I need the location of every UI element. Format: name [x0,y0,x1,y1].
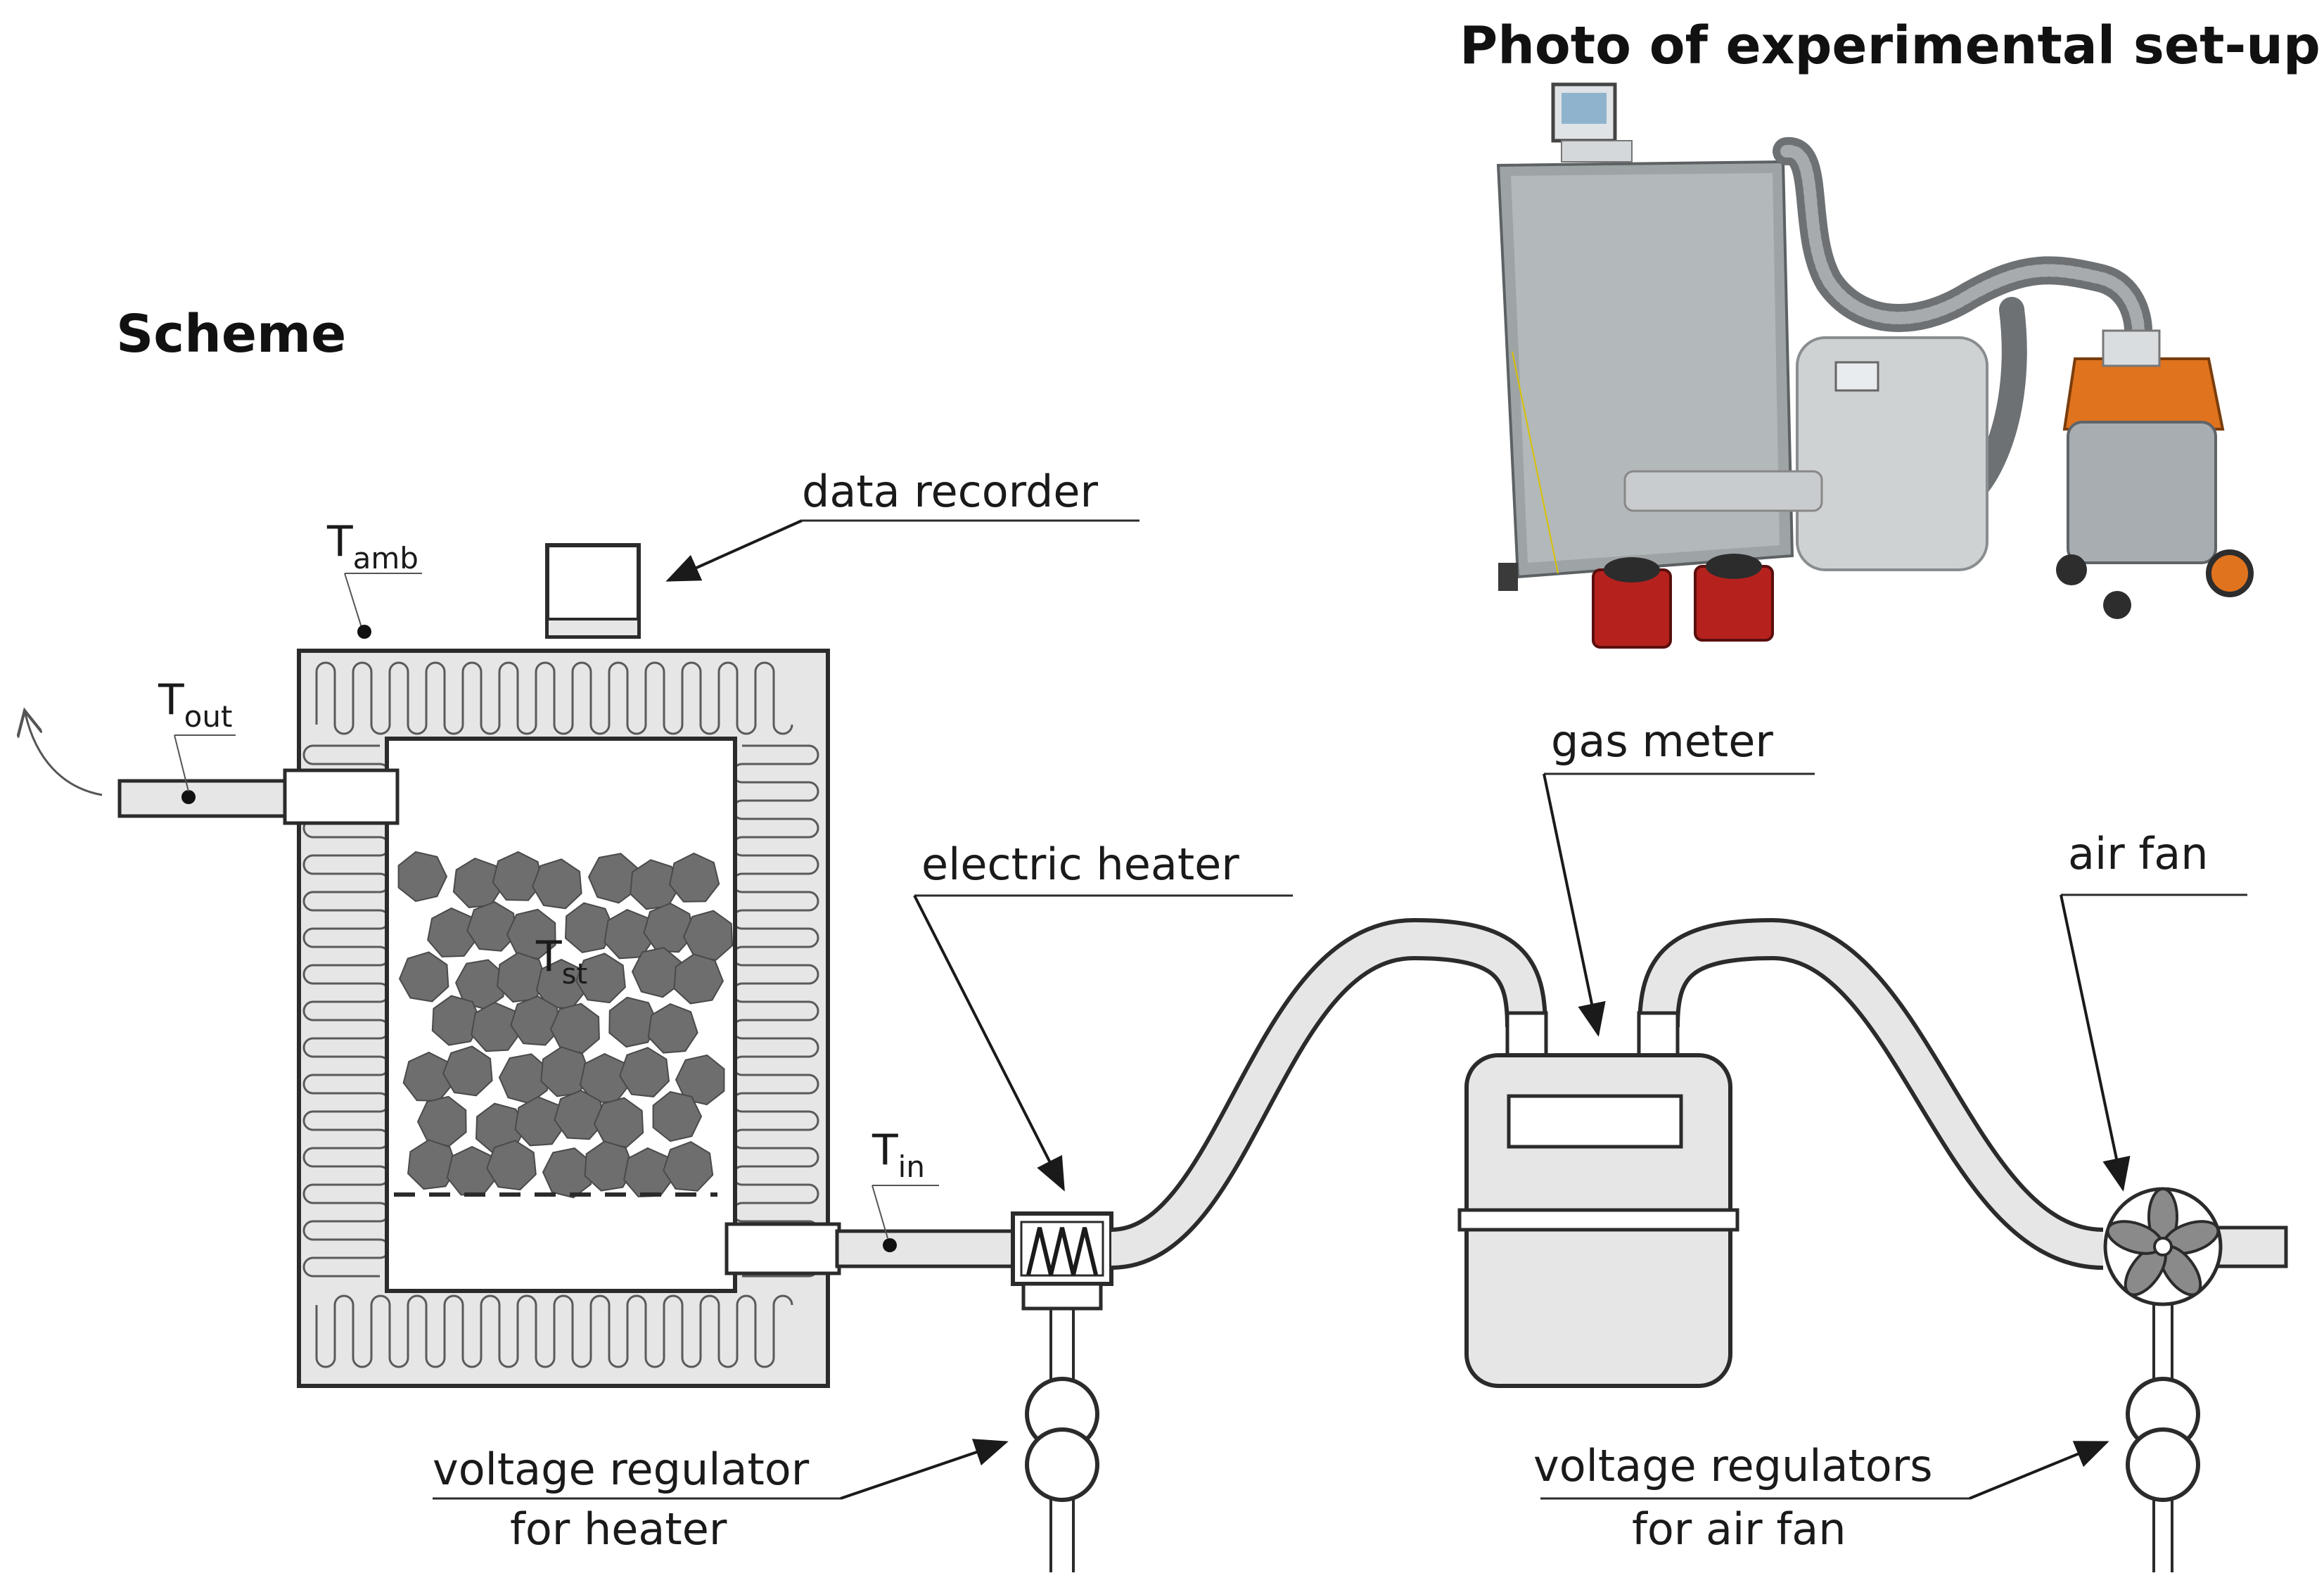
pellet [398,951,449,1002]
outflow-arrow [25,711,103,796]
fan-regulator-label-line2: for air fan [1632,1503,1846,1555]
setup-photo [1496,82,2254,649]
heater-regulator-label-line1: voltage regulator [433,1444,810,1495]
photo-heading: Photo of experimental set-up [1460,15,2320,76]
pellet [492,851,543,901]
pellet [510,995,561,1046]
pellet [407,1139,458,1190]
pellet [652,1090,703,1142]
heater-regulator-label-line2: for heater [510,1503,727,1555]
t-in-sensor [883,1238,897,1252]
pellet [673,953,724,1005]
fan-regulator-label-line1: voltage regulators [1533,1440,1933,1491]
inlet-pipe [724,1222,1015,1275]
t-amb-label: Tamb [326,517,419,575]
pellet [643,902,694,953]
pipe-to-meter [1109,917,1548,1270]
pellet [584,1140,635,1192]
stone-bed [397,851,734,1199]
heating-coil [302,661,819,1368]
pellet [397,851,448,903]
pellet [564,902,615,953]
transformer-icon [1025,1377,1099,1502]
data-recorder [545,543,641,639]
pellet [675,1054,725,1106]
electric-heater-label: electric heater [921,839,1239,890]
pellet [531,858,582,910]
pellet [514,1095,566,1147]
pellet [575,953,626,1004]
pellet [647,1002,698,1054]
fan-icon [2103,1187,2223,1306]
t-amb-sensor [357,625,371,639]
pellet [466,900,518,952]
pellet [668,852,720,903]
scheme-heading: Scheme [116,304,346,364]
t-st-label: Tst [535,932,587,991]
pellet [604,908,655,960]
t-in-label: Tin [872,1126,925,1184]
gas-meter-label: gas meter [1551,715,1773,767]
pellet [619,1047,670,1097]
gas-meter-icon [1457,1053,1739,1388]
heater-icon [1011,1211,1113,1311]
pellet [663,1140,714,1192]
pipe-to-fan [1637,917,2105,1270]
fan-transformer-icon [2126,1377,2200,1502]
pellet [442,1045,493,1097]
t-out-sensor [181,790,196,804]
pellet [587,853,639,904]
pellet [431,995,483,1046]
pellet [427,907,478,957]
storage-tank [297,649,830,1388]
pellet [631,947,682,998]
t-out-label: Tout [158,675,232,734]
outlet-pipe [117,768,400,825]
pellet [471,1001,522,1052]
pellet [608,996,659,1048]
air-fan-label: air fan [2068,828,2209,879]
data-recorder-label: data recorder [802,466,1099,517]
pellet [554,1089,605,1140]
pellet [486,1140,537,1191]
